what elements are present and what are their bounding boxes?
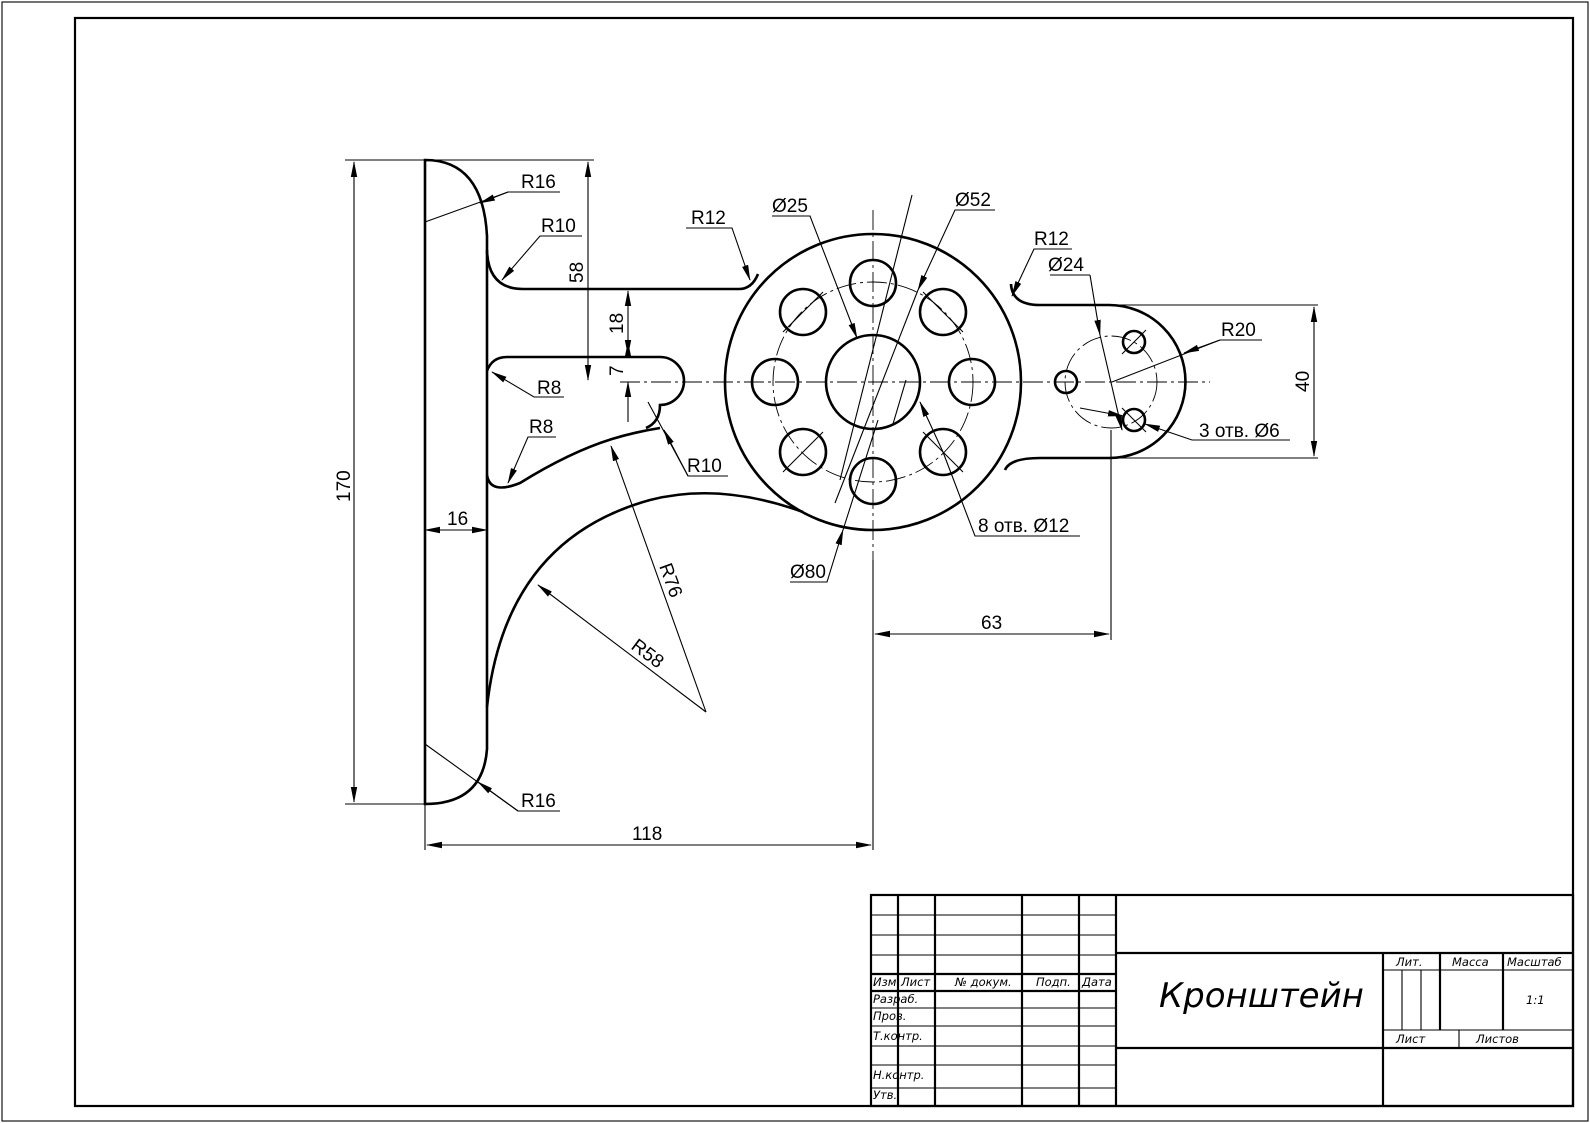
dim-40-label: 40 <box>1293 371 1314 392</box>
row-tkontr: Т.контр. <box>873 1029 923 1043</box>
r12-left-label: R12 <box>691 208 726 229</box>
drawing-frame <box>73 16 1575 1108</box>
r16-bottom-label: R16 <box>521 791 556 812</box>
dim-58-label: 58 <box>567 262 588 283</box>
r20-label: R20 <box>1221 320 1256 341</box>
r10-slot-label: R10 <box>687 456 722 477</box>
r8-upper-label: R8 <box>537 378 561 399</box>
part-name: Кронштейн <box>1159 976 1364 1016</box>
sheet-label: Лист <box>1395 1032 1425 1046</box>
r8-lower-label: R8 <box>529 417 553 438</box>
scale-value: 1:1 <box>1526 993 1545 1007</box>
mass-label: Масса <box>1452 955 1489 969</box>
d80-label: Ø80 <box>790 562 826 583</box>
holes <box>750 258 1147 506</box>
row-prov: Пров. <box>873 1009 906 1023</box>
dim-118-label: 118 <box>632 824 662 845</box>
holes-12-label: 8 отв. Ø12 <box>978 516 1069 537</box>
holes-6-label: 3 отв. Ø6 <box>1199 421 1280 442</box>
col-list: Лист <box>900 975 930 989</box>
row-nkontr: Н.контр. <box>873 1068 924 1082</box>
d52-label: Ø52 <box>955 190 991 211</box>
dimension-labels: R16 R10 R12 Ø25 Ø52 R12 Ø24 R20 58 18 7 … <box>334 172 1314 845</box>
row-utv: Утв. <box>873 1088 897 1102</box>
col-podp: Подп. <box>1036 975 1071 989</box>
dim-63-label: 63 <box>981 613 1002 634</box>
r76-label: R76 <box>654 561 686 601</box>
col-data: Дата <box>1081 975 1112 989</box>
dim-170-label: 170 <box>334 470 355 502</box>
dimension-lines <box>345 159 1318 850</box>
r16-top-label: R16 <box>521 172 556 193</box>
sheets-label: Листов <box>1475 1032 1519 1046</box>
col-dokum: № докум. <box>954 975 1012 989</box>
lit-label: Лит. <box>1395 955 1422 969</box>
col-izm: Изм <box>873 975 897 989</box>
title-block: Изм Лист № докум. Подп. Дата Разраб. Про… <box>869 893 1575 1108</box>
dim-16-label: 16 <box>447 509 468 530</box>
d25-label: Ø25 <box>772 196 808 217</box>
part-outline <box>423 158 1187 806</box>
r12-right-label: R12 <box>1034 229 1069 250</box>
r10-top-label: R10 <box>541 216 576 237</box>
scale-label: Масштаб <box>1507 955 1562 969</box>
row-razrab: Разраб. <box>873 992 918 1006</box>
dim-18-label: 18 <box>607 313 628 334</box>
d24-label: Ø24 <box>1048 255 1084 276</box>
center-lines <box>620 210 1210 560</box>
dim-7-label: 7 <box>607 365 628 376</box>
